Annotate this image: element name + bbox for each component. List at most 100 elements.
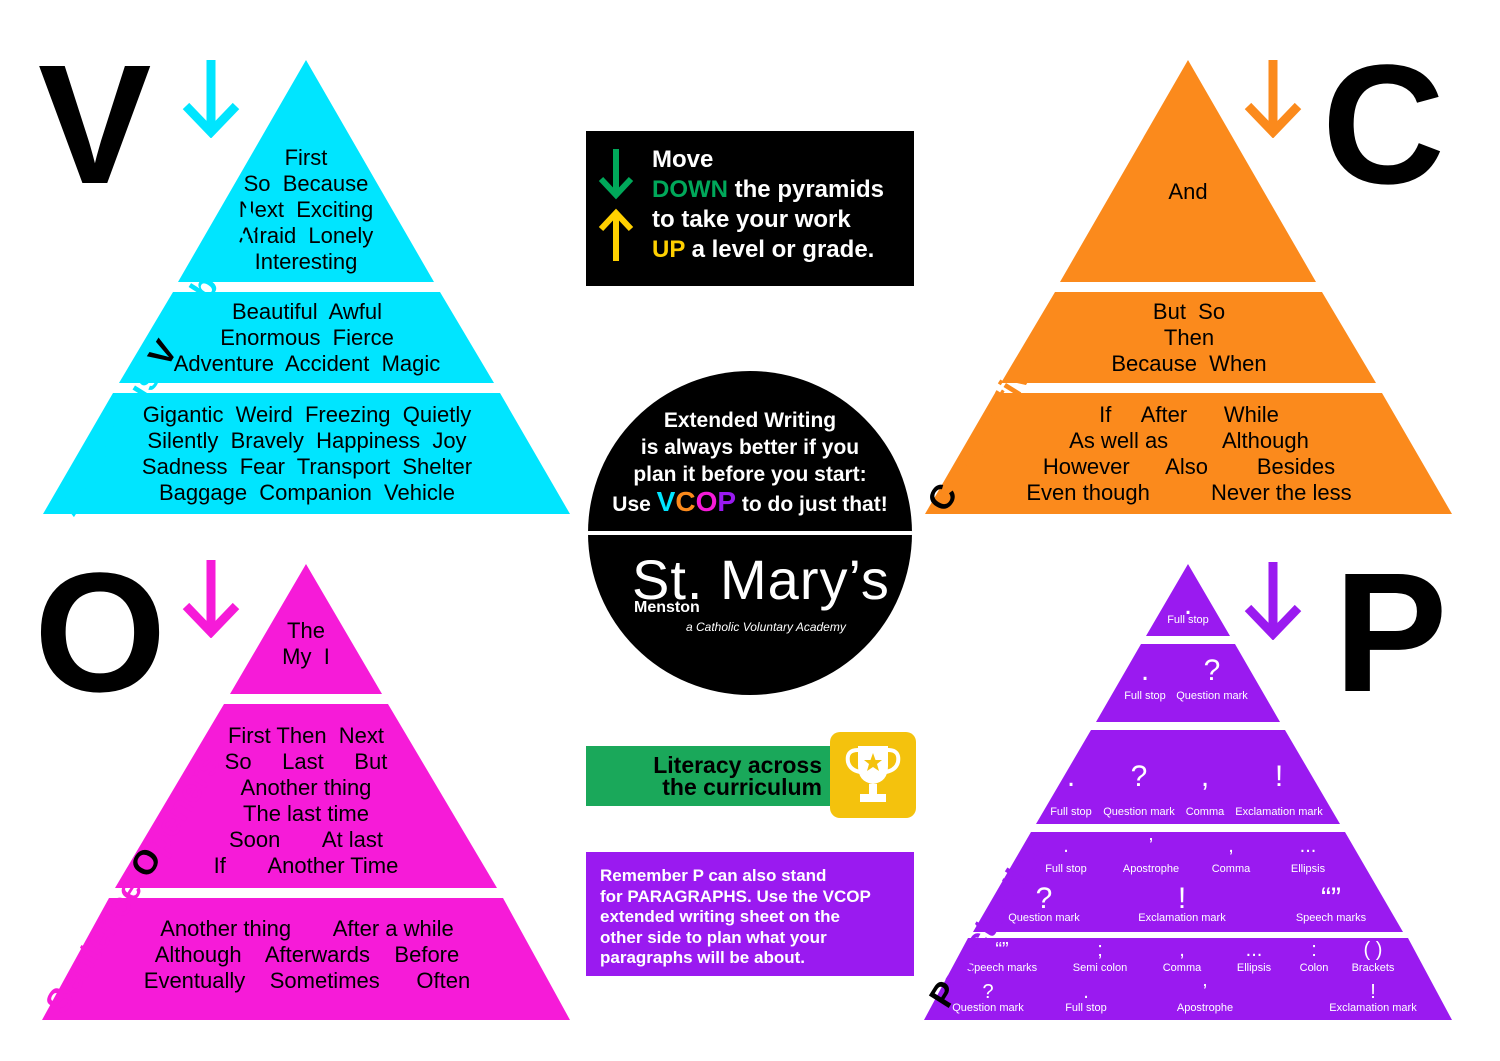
down-arrow-icon xyxy=(598,147,634,206)
punctuation-symbol: . xyxy=(1083,981,1089,1003)
instruction-box: Move DOWN the pyramids to take your work… xyxy=(586,131,914,286)
punctuation-symbol: ( ) xyxy=(1363,939,1383,961)
punctuation-symbol: : xyxy=(1311,939,1317,961)
tier-line: Because When xyxy=(1111,351,1267,376)
connectives-tier-2 xyxy=(1001,292,1376,383)
punctuation-symbol: ! xyxy=(1177,882,1187,915)
connectives-letter: C xyxy=(1322,30,1445,220)
punctuation-tier-5 xyxy=(924,938,1452,1020)
connectives-tier-3 xyxy=(925,393,1452,514)
tier-line: Another thing After a while xyxy=(160,916,454,941)
punctuation-label: Apostrophe xyxy=(1122,863,1180,875)
punctuation-label: Brackets xyxy=(1351,962,1395,974)
punctuation-label: Semi colon xyxy=(1072,962,1128,974)
punctuation-label: Question mark xyxy=(952,1002,1024,1014)
tier-line: Even though Never the less xyxy=(1026,480,1352,505)
down-arrow-icon xyxy=(1244,58,1302,138)
punctuation-symbol: ... xyxy=(1245,939,1263,961)
tier-line: As well as Although xyxy=(1069,428,1309,453)
punctuation-symbol: “” xyxy=(1321,882,1341,915)
punctuation-letter: P xyxy=(1334,538,1448,728)
connectives-tier-1 xyxy=(1060,60,1316,282)
punctuation-symbol: . xyxy=(1066,760,1076,793)
punctuation-symbol: “” xyxy=(995,939,1009,961)
tier-line: Sadness Fear Transport Shelter xyxy=(141,454,473,479)
down-arrow-icon xyxy=(182,558,240,638)
down-arrow-icon xyxy=(1244,560,1302,640)
note-line: for PARAGRAPHS. Use the VCOP xyxy=(600,886,871,906)
punctuation-label: Full stop xyxy=(1124,690,1166,702)
punctuation-symbol: . xyxy=(1063,835,1069,857)
punctuation-label: Comma xyxy=(1162,962,1202,974)
instruction-line-2: DOWN the pyramids xyxy=(652,176,885,203)
punctuation-label: Comma xyxy=(1185,806,1225,818)
literacy-line-1: Literacy across xyxy=(653,752,822,778)
tier-line: Eventually Sometimes Often xyxy=(143,968,471,993)
tier-line: Interesting xyxy=(254,249,358,274)
punctuation-symbol: ’ xyxy=(1202,981,1208,1003)
circle-line-3: plan it before you start: xyxy=(633,463,867,486)
tier-line: The last time xyxy=(243,801,369,826)
vocabulary-tier-2 xyxy=(119,292,494,383)
note-line: other side to plan what your xyxy=(600,927,827,947)
punctuation-label: Ellipsis xyxy=(1236,962,1272,974)
openers-letter: O xyxy=(34,538,167,728)
punctuation-label: Apostrophe xyxy=(1176,1002,1234,1014)
school-name: St. Mary’s xyxy=(632,548,890,611)
tier-line: Enormous Fierce xyxy=(220,325,394,350)
school-subtitle: a Catholic Voluntary Academy xyxy=(686,620,846,634)
instruction-line-3: to take your work xyxy=(652,206,851,233)
punctuation-label: Exclamation mark xyxy=(1138,912,1226,924)
vocabulary-letter: V xyxy=(38,30,152,220)
punctuation-label: Full stop xyxy=(1050,806,1092,818)
tier-line: Soon At last xyxy=(228,827,384,852)
punctuation-tier-1 xyxy=(1146,564,1230,636)
punctuation-label: Comma xyxy=(1211,863,1251,875)
instruction-line-1: Move xyxy=(652,146,714,173)
connectives-tier-1-text: And xyxy=(1060,170,1316,214)
circle-line-2: is always better if you xyxy=(640,436,860,459)
circle-line-4: Use VCOP to do just that! xyxy=(612,486,888,517)
tier-line: The xyxy=(287,618,325,643)
punctuation-symbol: ’ xyxy=(1148,835,1154,857)
punctuation-symbol: ! xyxy=(1274,760,1284,793)
tier-line: And xyxy=(1168,179,1208,204)
tier-line: However Also Besides xyxy=(1042,454,1336,479)
punctuation-symbol: ... xyxy=(1299,835,1317,857)
punctuation-label: Full stop xyxy=(1167,614,1209,626)
vocabulary-tier-3 xyxy=(43,393,570,514)
openers-tier-1 xyxy=(230,564,382,694)
tier-line: First xyxy=(284,145,328,170)
punctuation-label: Question mark xyxy=(1008,912,1080,924)
note-line: paragraphs will be about. xyxy=(600,948,805,967)
note-line: extended writing sheet on the xyxy=(600,907,840,926)
tier-line: But So xyxy=(1152,299,1226,324)
punctuation-symbol: ? xyxy=(1130,760,1148,793)
punctuation-symbol: ? xyxy=(1035,882,1053,915)
tier-line: If After While xyxy=(1099,402,1279,427)
punctuation-symbol: ? xyxy=(1203,654,1221,687)
note-line: Remember P can also stand xyxy=(600,866,827,885)
punctuation-symbol: , xyxy=(1200,760,1210,793)
tier-line: Baggage Companion Vehicle xyxy=(158,480,455,505)
punctuation-tier-4 xyxy=(973,832,1403,932)
punctuation-label: Exclamation mark xyxy=(1235,806,1323,818)
up-arrow-icon xyxy=(598,207,634,268)
openers-tier-3 xyxy=(42,898,570,1020)
down-arrow-icon xyxy=(182,58,240,138)
trophy-icon xyxy=(830,732,916,818)
school-badge-circle: Extended Writing is always better if you… xyxy=(588,371,912,695)
punctuation-label: Exclamation mark xyxy=(1329,1002,1417,1014)
tier-line: Another thing xyxy=(240,775,372,800)
